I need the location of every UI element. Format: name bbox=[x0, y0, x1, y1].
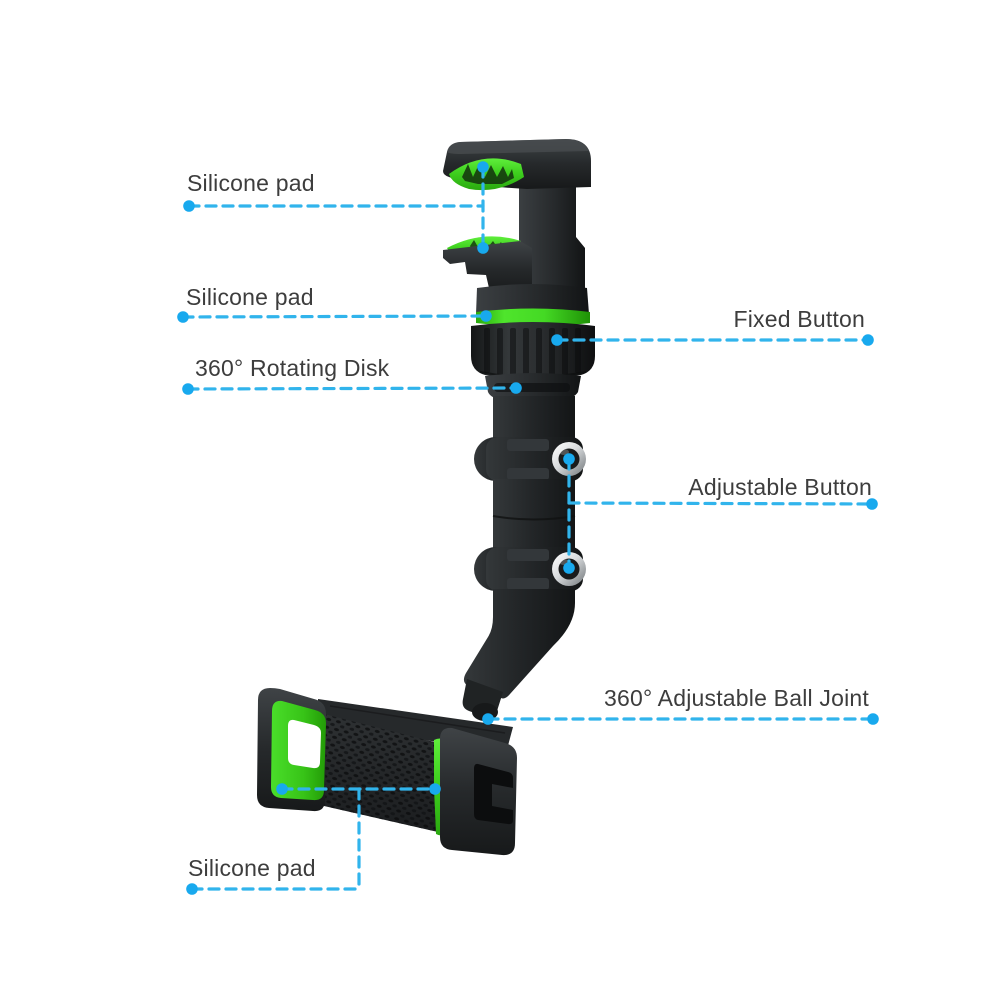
arm-upper-segment bbox=[493, 396, 575, 442]
label-adjustable-button: Adjustable Button bbox=[688, 474, 872, 500]
callout-dot bbox=[429, 783, 441, 795]
hinge-upper bbox=[474, 437, 586, 481]
callout-silicone-pad-mid bbox=[177, 310, 492, 323]
label-rotating-disk: 360° Rotating Disk bbox=[195, 355, 390, 381]
phone-cradle bbox=[257, 688, 517, 856]
callout-dot bbox=[183, 200, 195, 212]
fixed-button-knob bbox=[471, 322, 595, 379]
label-silicone-pad-top: Silicone pad bbox=[187, 170, 315, 196]
mirror-clamp bbox=[443, 139, 591, 314]
callout-line bbox=[181, 314, 488, 319]
cradle-right-jaw bbox=[440, 727, 517, 856]
clamp-body bbox=[476, 284, 589, 314]
callout-dot bbox=[177, 311, 189, 323]
callout-dot bbox=[866, 498, 878, 510]
clamp-post bbox=[519, 150, 585, 306]
callout-dot bbox=[477, 161, 489, 173]
silicone-ring bbox=[476, 308, 590, 327]
label-ball-joint: 360° Adjustable Ball Joint bbox=[603, 685, 869, 711]
callout-dot bbox=[477, 242, 489, 254]
callout-dot bbox=[563, 562, 575, 574]
callout-rotating-disk bbox=[182, 382, 522, 395]
callout-dot bbox=[862, 334, 874, 346]
arm-mid-segment bbox=[493, 479, 575, 551]
callout-adjustable-button bbox=[563, 453, 878, 574]
callout-dot bbox=[480, 310, 492, 322]
callout-silicone-pad-top bbox=[183, 161, 489, 254]
callout-dot bbox=[563, 453, 575, 465]
callout-dot bbox=[182, 383, 194, 395]
clamp-top-jaw-highlight bbox=[447, 139, 589, 154]
label-fixed-button: Fixed Button bbox=[733, 306, 865, 332]
label-silicone-pad-mid: Silicone pad bbox=[186, 284, 314, 310]
label-silicone-pad-bottom: Silicone pad bbox=[188, 855, 316, 881]
callout-fixed-button bbox=[551, 334, 874, 346]
cradle-right-jaw-slot bbox=[474, 763, 513, 825]
arm bbox=[463, 396, 586, 699]
silicone-pad-top-teeth bbox=[462, 164, 514, 184]
callout-ball-joint bbox=[482, 713, 879, 725]
callout-dot bbox=[551, 334, 563, 346]
cradle-left-jaw bbox=[257, 688, 326, 812]
callout-dot bbox=[867, 713, 879, 725]
callout-dot bbox=[276, 783, 288, 795]
callout-line bbox=[186, 386, 518, 391]
arm-lower-bend bbox=[463, 589, 575, 699]
callout-line bbox=[567, 501, 874, 506]
callout-dot bbox=[482, 713, 494, 725]
callout-silicone-pad-bottom bbox=[186, 783, 441, 895]
cradle-left-jaw-window bbox=[288, 719, 321, 769]
callout-dot bbox=[510, 382, 522, 394]
cradle-back-texture bbox=[324, 714, 438, 832]
clamp-lower-jaw bbox=[443, 241, 532, 296]
callout-dot bbox=[186, 883, 198, 895]
